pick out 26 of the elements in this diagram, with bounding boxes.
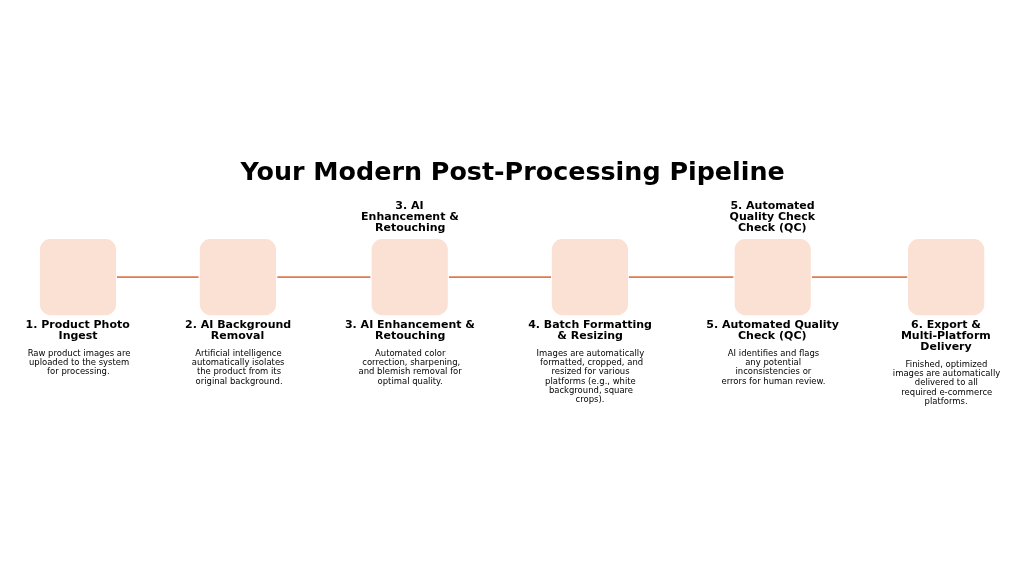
node-label: 3. AI Enhancement & Retouching	[344, 318, 475, 343]
diagram-title: Your Modern Post-Processing Pipeline	[239, 156, 785, 187]
node-box	[199, 239, 276, 316]
node-label: 2. AI Background Removal	[184, 318, 291, 343]
connector	[115, 276, 199, 278]
connector	[810, 276, 908, 278]
node-box	[907, 239, 984, 316]
node-label: 6. Export & Multi-Platform Delivery	[900, 318, 991, 354]
node-label: 4. Batch Formatting & Resizing	[527, 318, 652, 343]
node-label: 1. Product Photo Ingest	[25, 318, 130, 343]
node-label: Artificial intelligence automatically isolates the product from its original background.	[191, 347, 284, 386]
node-label: Raw product images are uploaded to the system for processing.	[27, 347, 130, 377]
node-box	[734, 239, 811, 316]
node-box	[39, 239, 116, 316]
node-label: Images are automatically formatted, cropped, and resized for various platforms (e.g., white background, square crops).	[536, 347, 644, 405]
node-label: 5. Automated Quality Check (QC)	[705, 318, 839, 343]
node-label: 5. Automated Quality Check Check (QC)	[729, 198, 815, 234]
node-label: 3. AI Enhancement & Retouching	[360, 198, 459, 234]
connector	[627, 276, 734, 278]
node-label: Automated color correction, sharpening, and blemish removal for optimal quality.	[358, 347, 462, 386]
connector	[447, 276, 552, 278]
node-box	[551, 239, 628, 316]
node-label: AI identifies and flags any potential inconsistencies or errors for human review.	[721, 347, 825, 386]
node-label: Finished, optimized images are automatically delivered to all required e-commerce platforms.	[892, 358, 1000, 407]
connector	[275, 276, 371, 278]
node-box	[371, 239, 448, 316]
